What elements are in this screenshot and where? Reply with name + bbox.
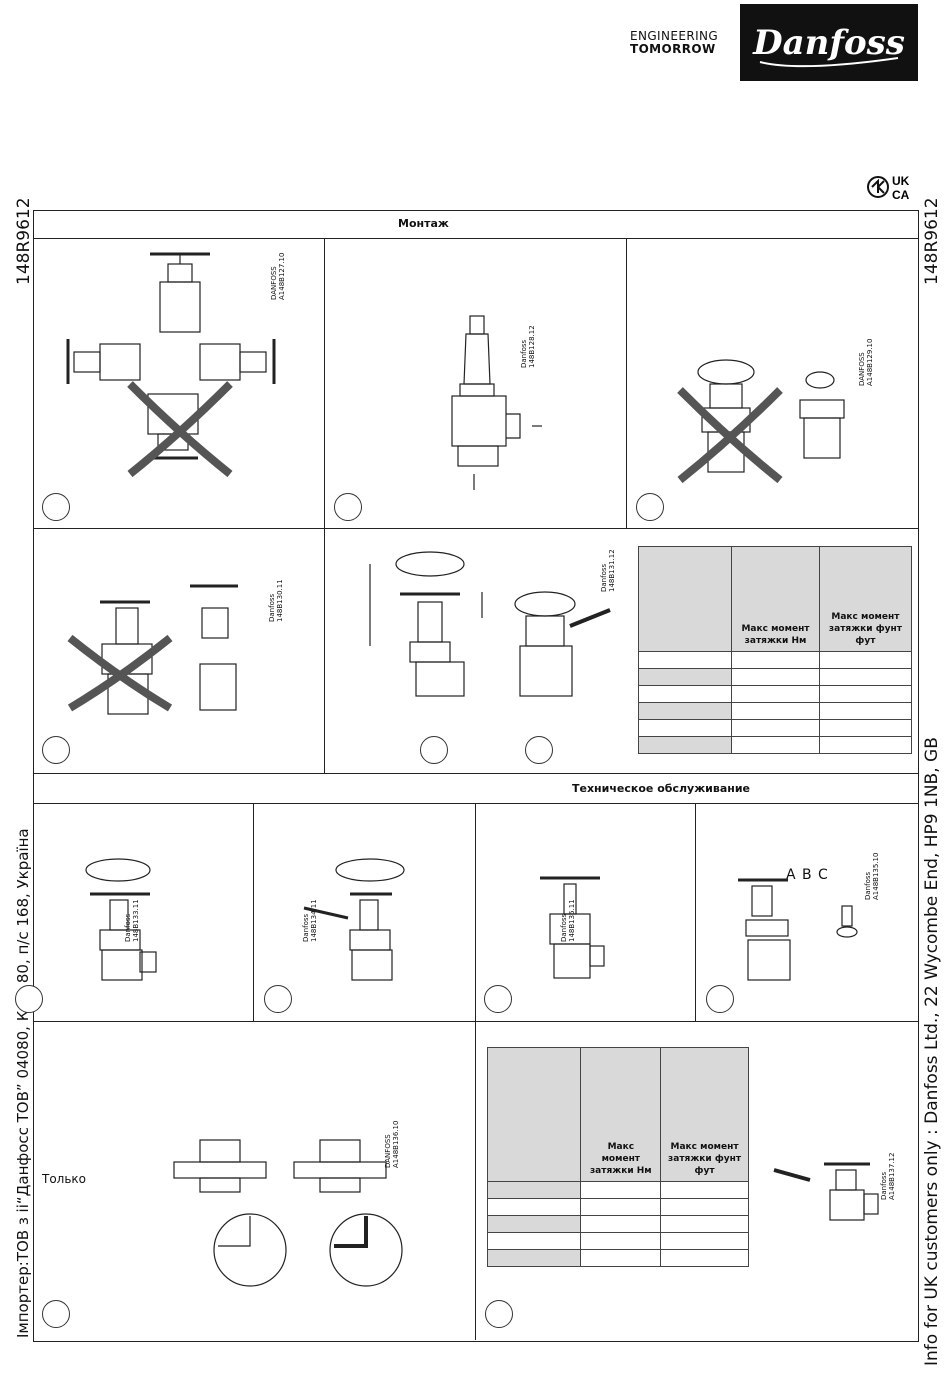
- document-code-left: 148R9612: [14, 197, 34, 285]
- step-circle-4: [42, 736, 70, 764]
- step-circle-7: [15, 985, 43, 1013]
- importer-text: Імпортер:ТОВ з іі“Данфосс ТОВ” 04080, Ки…: [14, 828, 32, 1338]
- torque-table-2-header-nm: Макс момент затяжки Нм: [580, 1047, 662, 1182]
- document-code-right: 148R9612: [922, 197, 942, 285]
- valve-lubrication-diagram: [67, 584, 238, 715]
- label-b: B: [802, 867, 812, 883]
- table-row: [637, 719, 913, 737]
- valve-bolt-tightening-diagram: [369, 551, 611, 697]
- valve-sideview-diagram: [451, 315, 542, 490]
- torque-table-1-header-size: [637, 546, 733, 652]
- step-circle-1: [42, 493, 70, 521]
- svg-text:Danfoss: Danfoss: [752, 23, 905, 63]
- step-circle-11: [42, 1300, 70, 1328]
- svg-text:CA: CA: [892, 188, 910, 202]
- drawing-code-4: Danfoss 148B130.11: [268, 579, 284, 622]
- drawing-code-11: Danfoss A148B137.12: [880, 1152, 896, 1200]
- torque-table-1-header-nm: Макс момент затяжки Нм: [731, 546, 820, 652]
- table-row: [486, 1181, 749, 1199]
- step-circle-5: [420, 736, 448, 764]
- maint-step-4-diagram: [738, 878, 858, 981]
- tagline-line1: ENGINEERING: [630, 29, 719, 43]
- gasket-detail-diagram: [173, 1139, 403, 1287]
- label-c: C: [818, 867, 828, 883]
- table-row: [637, 702, 913, 720]
- table-row: [486, 1215, 749, 1233]
- step-circle-9: [484, 985, 512, 1013]
- table-row: [486, 1249, 749, 1267]
- valve-orientation-diagram: [66, 252, 276, 478]
- torque-table-1-header-lbft: Макс момент затяжки фунт фут: [818, 546, 913, 652]
- maint-step-3-diagram: [540, 876, 605, 979]
- uk-info-text: Info for UK customers only : Danfoss Ltd…: [922, 737, 942, 1366]
- tagline-line2: TOMORROW: [630, 42, 716, 56]
- drawing-code-3: DANFOSS A148B129.10: [858, 338, 874, 386]
- table-row: [637, 736, 913, 754]
- danfoss-logo: Danfoss: [740, 4, 918, 81]
- step-circle-8: [264, 985, 292, 1013]
- valve-disassembly-diagram: [677, 359, 845, 484]
- instruction-frame: [33, 210, 919, 1342]
- label-a: A: [786, 867, 796, 883]
- maint-step-1-diagram: [85, 858, 157, 981]
- step-circle-2: [334, 493, 362, 521]
- table-row: [637, 651, 913, 669]
- torque-table-2-header-size: [486, 1047, 582, 1182]
- torque-table-1: Макс момент затяжки Нм Макс момент затяж…: [637, 546, 913, 754]
- step-circle-12: [485, 1300, 513, 1328]
- torque-wrench-diagram: [773, 1162, 879, 1221]
- brand-tagline: ENGINEERING TOMORROW: [630, 30, 718, 56]
- step-circle-6: [525, 736, 553, 764]
- table-row: [637, 668, 913, 686]
- section-title-mounting: Монтаж: [398, 217, 449, 230]
- ukca-mark-icon: UK CA: [866, 172, 920, 206]
- table-row: [637, 685, 913, 703]
- section-title-maintenance: Техническое обслуживание: [572, 782, 751, 795]
- table-row: [486, 1198, 749, 1216]
- table-row: [486, 1232, 749, 1250]
- torque-table-2: Макс момент затяжки Нм Макс момент затяж…: [486, 1047, 749, 1267]
- only-label: Только: [42, 1172, 87, 1186]
- svg-text:UK: UK: [892, 174, 910, 188]
- maint-step-2-diagram: [303, 858, 405, 981]
- step-circle-3: [636, 493, 664, 521]
- step-circle-10: [706, 985, 734, 1013]
- torque-table-2-header-lbft: Макс момент затяжки фунт фут: [660, 1047, 749, 1182]
